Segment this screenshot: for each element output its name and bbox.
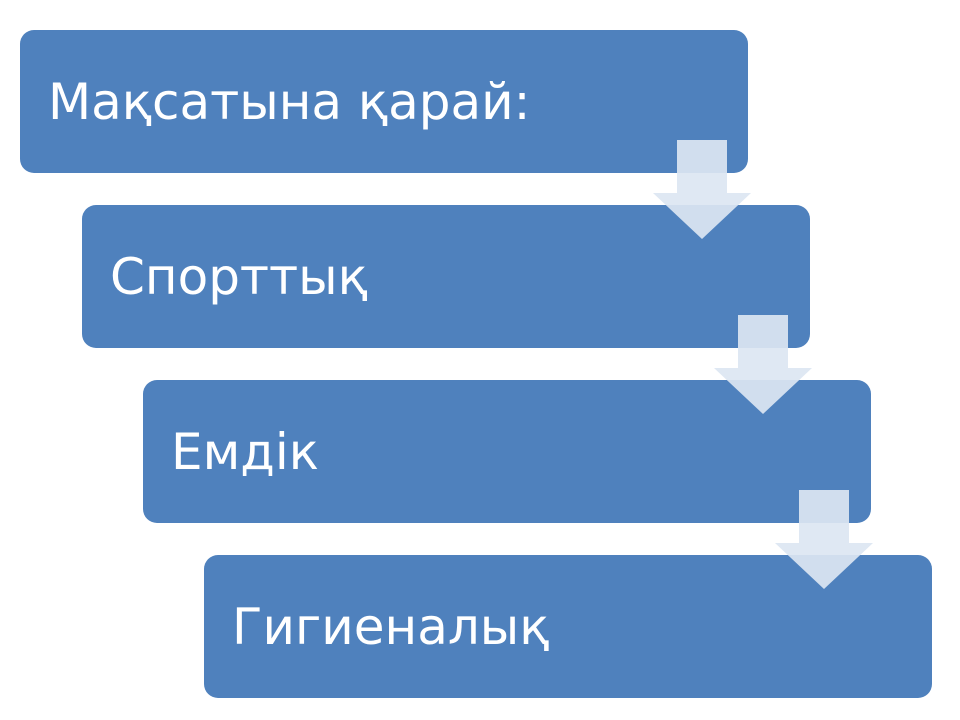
step-box-purpose: Мақсатына қарай: xyxy=(20,30,748,173)
down-arrow-icon xyxy=(775,490,873,589)
step-label-hygienic: Гигиеналық xyxy=(232,597,550,656)
step-box-hygienic: Гигиеналық xyxy=(204,555,932,698)
step-label-sport: Спорттық xyxy=(110,247,368,306)
down-arrow-icon xyxy=(714,315,812,414)
step-label-purpose: Мақсатына қарай: xyxy=(48,72,531,131)
step-box-sport: Спорттық xyxy=(82,205,810,348)
step-label-therapeutic: Емдік xyxy=(171,422,319,481)
down-arrow-icon xyxy=(653,140,751,239)
step-box-therapeutic: Емдік xyxy=(143,380,871,523)
